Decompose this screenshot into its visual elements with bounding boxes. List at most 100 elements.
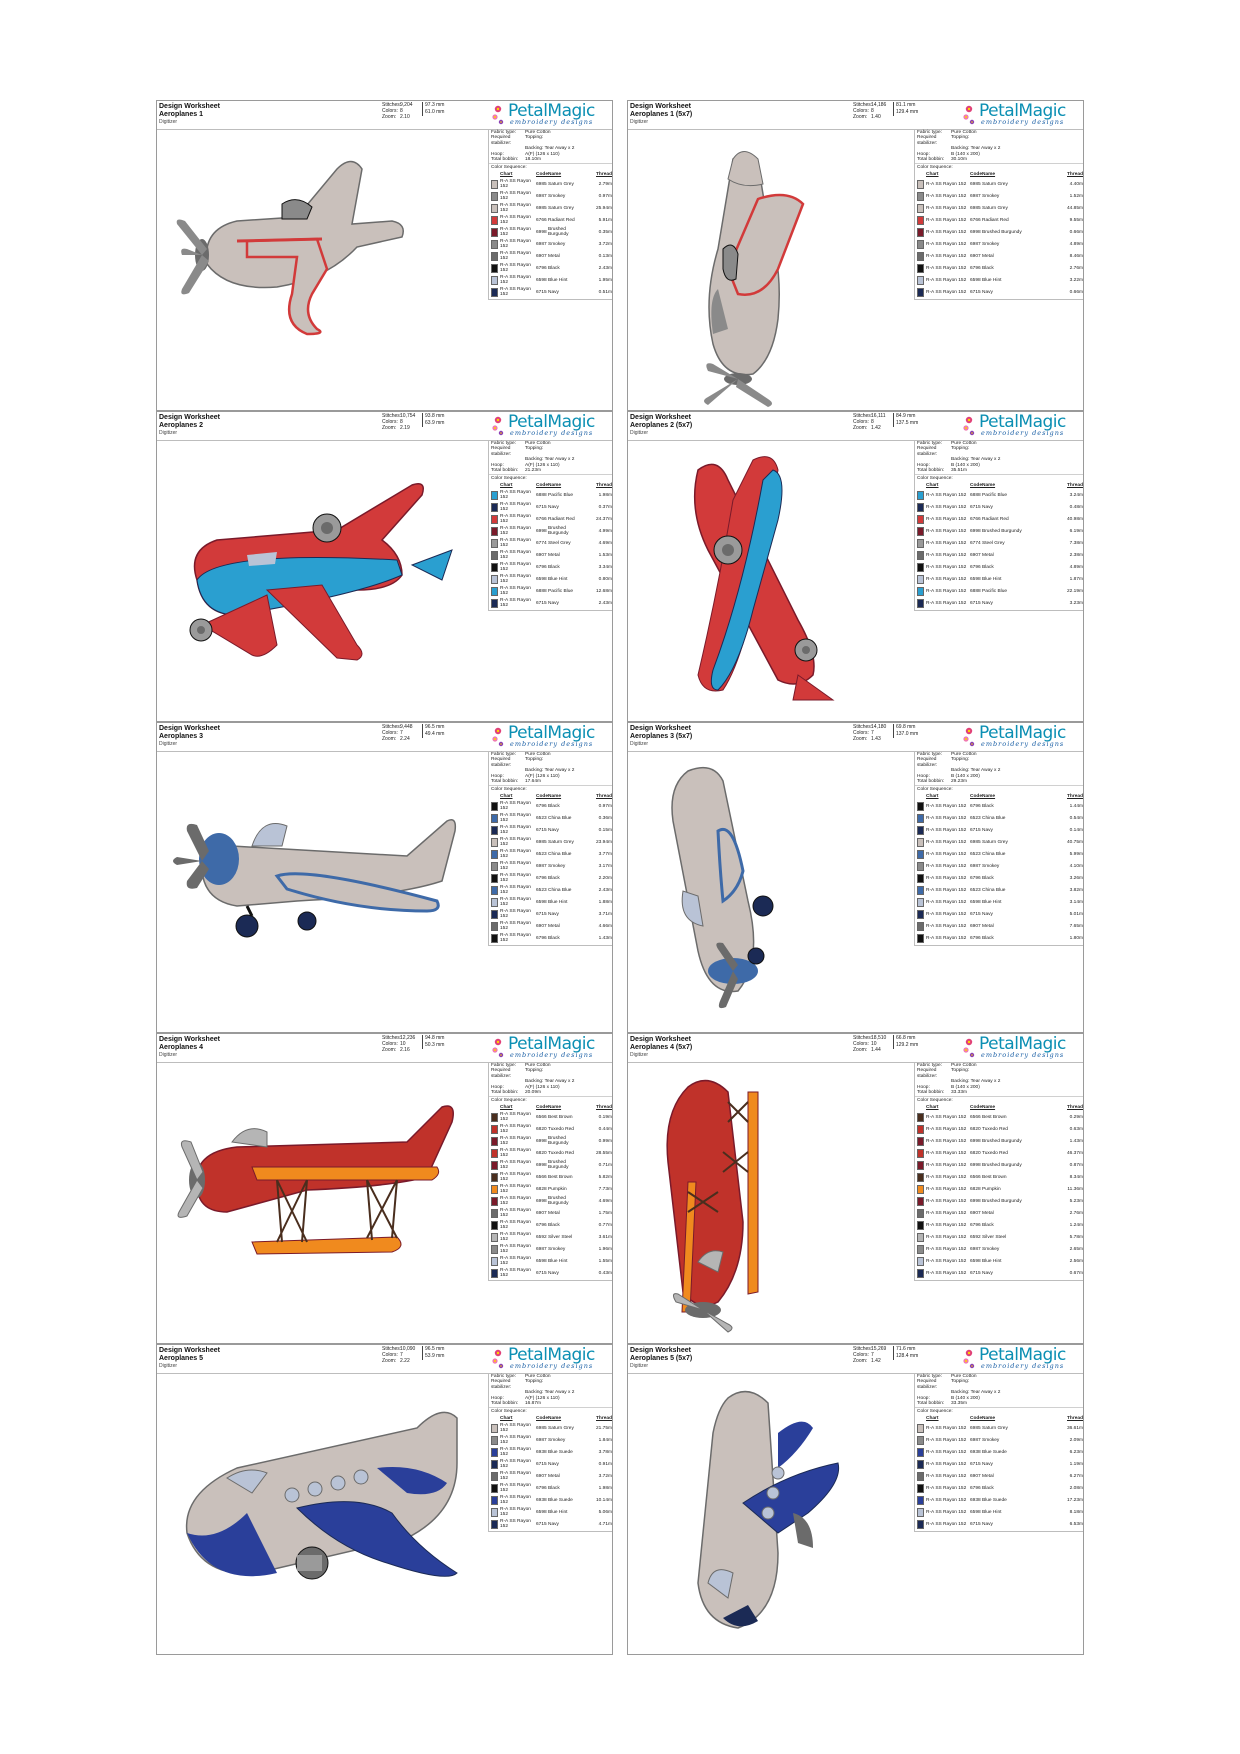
thread-length: 0.99m: [598, 1138, 612, 1144]
thread-length: 1.24m: [1069, 1222, 1083, 1228]
thread-name: Smokey: [982, 241, 1000, 247]
thread-chart: R-A SS Rayon 152: [500, 1111, 531, 1123]
color-sequence: Color Sequence: Chart Code Name Thread R…: [489, 786, 612, 945]
thread-row: R-A SS Rayon 152 6715 Navy 6.53m: [917, 1518, 1083, 1530]
worksheet-header: Design Worksheet Aeroplanes 4 Digitizer …: [157, 1034, 612, 1063]
thread-chart: R-A SS Rayon 152: [500, 1183, 531, 1195]
col-thread: Thread: [596, 1415, 612, 1421]
thread-length: 4.69m: [598, 540, 612, 546]
thread-table-header: Chart Code Name Thread: [917, 172, 1083, 177]
worksheet-title: Design Worksheet: [630, 725, 691, 732]
thread-code: 6598: [536, 899, 547, 905]
thread-name: Silver Steel: [982, 1234, 1007, 1240]
design-preview: [628, 1373, 913, 1654]
thread-swatch: [491, 598, 498, 608]
hoop-label: Hoop:: [917, 151, 930, 157]
thread-code: 6907: [536, 923, 547, 929]
col-code: Code: [970, 1415, 982, 1421]
bobbin-value: 30.10m: [951, 157, 967, 163]
thread-chart: R-A SS Rayon 152: [500, 896, 531, 908]
thread-row: R-A SS Rayon 152 6907 Metal 7.65m: [917, 920, 1083, 932]
thread-swatch: [491, 1423, 498, 1433]
thread-code: 6715: [970, 1270, 981, 1276]
thread-chart: R-A SS Rayon 152: [500, 1171, 531, 1183]
thread-chart: R-A SS Rayon 152: [926, 851, 967, 857]
thread-swatch: [491, 1184, 498, 1194]
worksheet-header: Design Worksheet Aeroplanes 3 (5x7) Digi…: [628, 723, 1083, 752]
col-code: Code: [970, 482, 982, 488]
thread-swatch: [491, 574, 498, 584]
thread-name: Pacific Blue: [982, 588, 1008, 594]
stitch-count: 10,754: [400, 413, 416, 419]
thread-row: R-A SS Rayon 152 6796 Black 1.98m: [491, 1482, 612, 1494]
design-name: Aeroplanes 1 (5x7): [630, 111, 693, 118]
thread-code: 6715: [536, 911, 547, 917]
thread-length: 0.97m: [598, 803, 612, 809]
design-stats: Stitches:18,510 Colors:10 Zoom:1.44: [853, 1035, 931, 1053]
thread-code: 6715: [970, 827, 981, 833]
design-stats: Stitches:10,090 Colors:7 Zoom:2.22: [382, 1346, 460, 1364]
thread-code: 6715: [536, 1521, 547, 1527]
design-height: 49.4 mm: [422, 731, 460, 738]
thread-swatch: [917, 1160, 924, 1170]
thread-code: 6715: [970, 1461, 981, 1467]
zoom-label: Zoom:: [853, 114, 868, 120]
zoom-value: 1.42: [871, 425, 881, 431]
thread-code: 6715: [536, 600, 547, 606]
thread-chart: R-A SS Rayon 152: [926, 1270, 967, 1276]
worksheet-title: Design Worksheet: [159, 1347, 220, 1354]
stitch-count: 9,204: [400, 102, 413, 108]
thread-row: R-A SS Rayon 152 6766 Radiant Red 40.98m: [917, 513, 1083, 525]
col-chart: Chart: [500, 1104, 513, 1110]
thread-row: R-A SS Rayon 152 6985 Saturn Grey 44.85m: [917, 202, 1083, 214]
thread-chart: R-A SS Rayon 152: [926, 803, 967, 809]
hoop-label: Hoop:: [491, 462, 504, 468]
stabilizer-label: Required stabilizer:: [491, 135, 512, 146]
thread-row: R-A SS Rayon 152 6796 Black 1.24m: [917, 1219, 1083, 1231]
thread-swatch: [491, 562, 498, 572]
thread-length: 0.66m: [1069, 229, 1083, 235]
design-dimensions: 66.8 mm 129.2 mm: [893, 1035, 931, 1049]
hoop-label: Hoop:: [917, 773, 930, 779]
thread-swatch: [917, 933, 924, 943]
zoom-label: Zoom:: [853, 1358, 868, 1364]
thread-length: 12.68m: [596, 588, 612, 594]
thread-code: 6938: [536, 1497, 547, 1503]
thread-code: 6715: [970, 1521, 981, 1527]
thread-row: R-A SS Rayon 152 6796 Black 3.26m: [917, 872, 1083, 884]
thread-name: Tuxedo Red: [982, 1150, 1008, 1156]
thread-length: 2.43m: [598, 265, 612, 271]
thread-chart: R-A SS Rayon 152: [500, 1422, 531, 1434]
thread-swatch: [491, 873, 498, 883]
col-code: Code: [970, 171, 982, 177]
thread-length: 1.43m: [598, 935, 612, 941]
thread-name: Tuxedo Red: [982, 1126, 1008, 1132]
thread-swatch: [491, 1148, 498, 1158]
zoom-label: Zoom:: [853, 736, 868, 742]
thread-code: 6820: [536, 1126, 547, 1132]
worksheet-header: Design Worksheet Aeroplanes 2 (5x7) Digi…: [628, 412, 1083, 441]
thread-name: Blue Suede: [982, 1497, 1007, 1503]
worksheet-title: Design Worksheet: [159, 103, 220, 110]
brand-name: PetalMagic: [979, 101, 1066, 121]
thread-length: 46.37m: [1067, 1150, 1083, 1156]
stabilizer-label: Required stabilizer:: [491, 1379, 512, 1390]
color-sequence: Color Sequence: Chart Code Name Thread R…: [915, 475, 1083, 610]
thread-length: 10.14m: [596, 1497, 612, 1503]
thread-length: 4.71m: [598, 1521, 612, 1527]
thread-name: Navy: [982, 1461, 993, 1467]
thread-code: 6987: [970, 863, 981, 869]
stabilizer-backing: Backing: Tear Away x 2: [951, 1079, 1001, 1085]
thread-name: Black: [982, 875, 994, 881]
bobbin-label: Total bobbin:: [917, 157, 945, 163]
thread-code: 6796: [536, 1485, 547, 1491]
design-width: 66.8 mm: [893, 1035, 931, 1042]
hoop-value: B (140 x 200): [951, 1084, 980, 1090]
thread-name: Saturn Grey: [982, 1425, 1008, 1431]
thread-code: 6987: [536, 1246, 547, 1252]
design-worksheet: Design Worksheet Aeroplanes 3 (5x7) Digi…: [627, 722, 1084, 1033]
thread-code: 6523: [970, 887, 981, 893]
thread-table-header: Chart Code Name Thread: [491, 172, 612, 177]
thread-code: 6907: [970, 552, 981, 558]
stabilizer-label: Required stabilizer:: [917, 446, 938, 457]
